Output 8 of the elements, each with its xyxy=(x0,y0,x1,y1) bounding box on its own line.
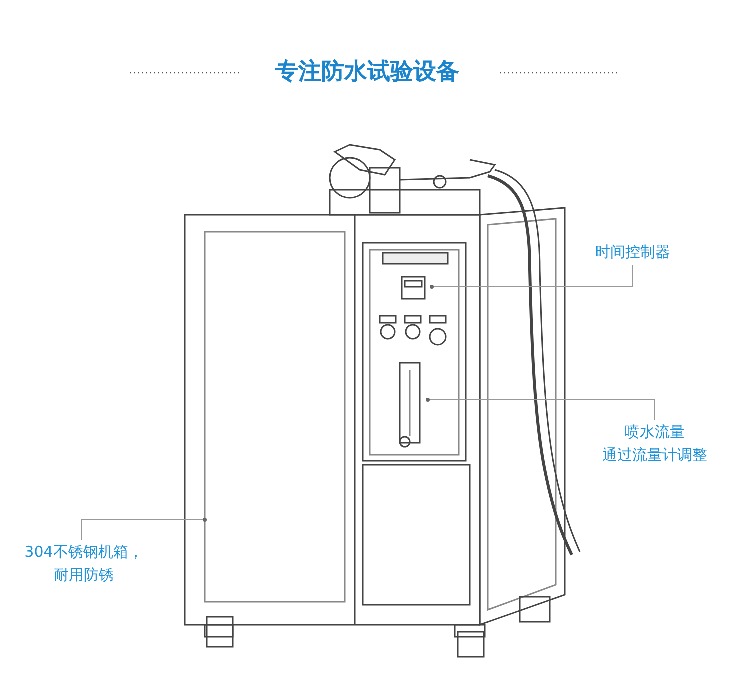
leader-line xyxy=(426,398,656,420)
leader-line xyxy=(82,518,207,540)
leader-line xyxy=(430,264,634,289)
callout-text: 喷水流量 xyxy=(624,422,686,443)
callout-text: 304不锈钢机箱，耐用防锈 xyxy=(24,542,144,586)
title: 专注防水试验设备 xyxy=(274,58,460,87)
callout-text: 时间控制器 xyxy=(594,242,672,263)
callout-text: 通过流量计调整 xyxy=(602,445,708,466)
